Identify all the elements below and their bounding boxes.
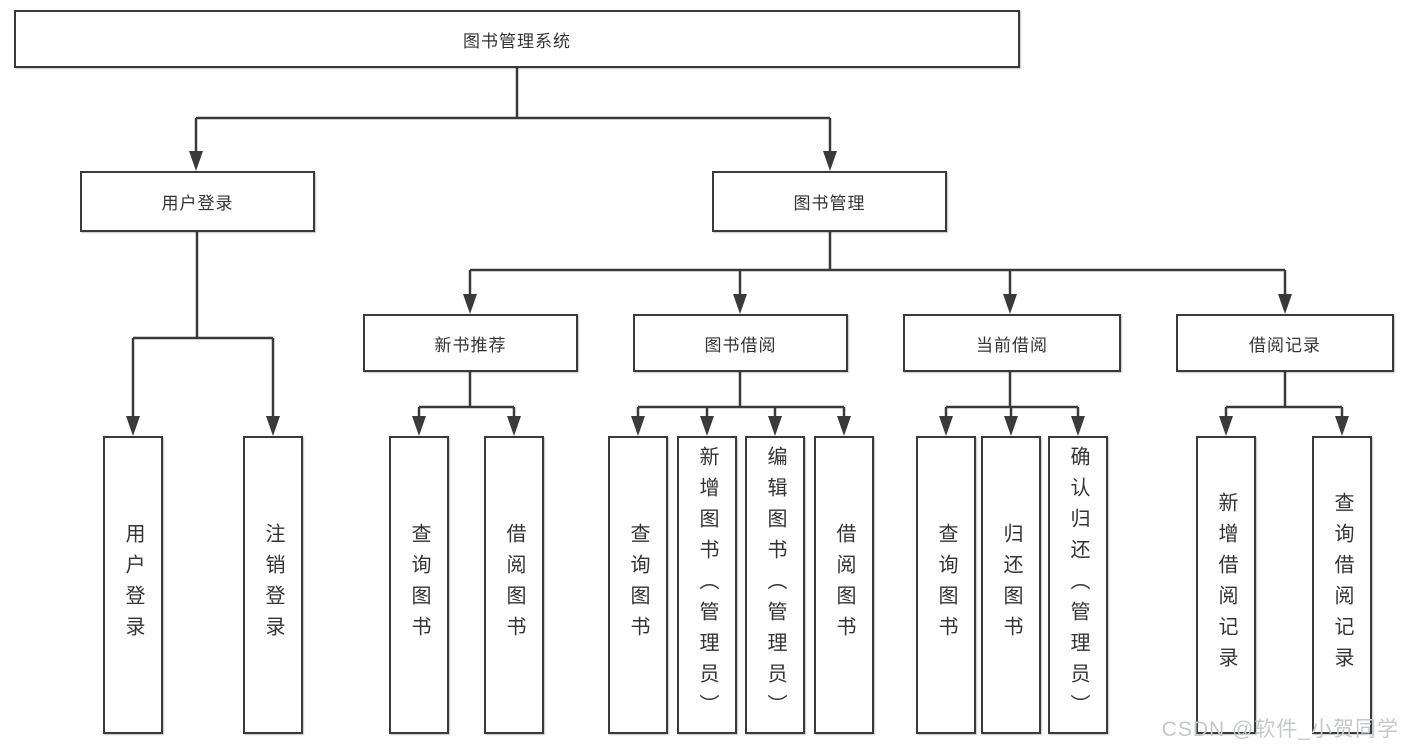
node-new-book-recommend: 新书推荐: [363, 314, 578, 372]
leaf-query-borrow-record-label: 查询借阅记录: [1331, 492, 1353, 678]
node-new-book-recommend-label: 新书推荐: [434, 335, 507, 355]
leaf-logout-label: 注销登录: [262, 523, 284, 647]
leaf-query-current-borrow: 查询图书: [916, 436, 976, 734]
leaf-borrow-book-recommend: 借阅图书: [484, 436, 544, 734]
leaf-logout: 注销登录: [243, 436, 303, 734]
node-book-borrow-label: 图书借阅: [704, 335, 777, 355]
node-user-login: 用户登录: [80, 171, 315, 232]
node-current-borrow: 当前借阅: [903, 314, 1121, 372]
leaf-add-book-admin: 新增图书（管理员）: [677, 436, 737, 734]
node-root-label: 图书管理系统: [463, 31, 571, 51]
leaf-add-book-admin-label: 新增图书（管理员）: [696, 445, 718, 725]
leaf-edit-book-admin: 编辑图书（管理员）: [745, 436, 805, 734]
leaf-confirm-return-admin: 确认归还（管理员）: [1048, 436, 1108, 734]
leaf-edit-book-admin-label: 编辑图书（管理员）: [764, 445, 786, 725]
connector-paths: [131, 68, 1344, 418]
node-borrow-record-label: 借阅记录: [1249, 335, 1321, 355]
leaf-add-borrow-record: 新增借阅记录: [1196, 436, 1256, 734]
leaf-borrow-book-label: 借阅图书: [833, 523, 855, 647]
leaf-return-book: 归还图书: [981, 436, 1041, 734]
arrowheads: [126, 151, 1349, 436]
leaf-borrow-book-recommend-label: 借阅图书: [503, 523, 525, 647]
leaf-user-login: 用户登录: [103, 436, 163, 734]
node-root: 图书管理系统: [14, 10, 1020, 68]
leaf-query-book: 查询图书: [608, 436, 668, 734]
leaf-query-book-recommend: 查询图书: [389, 436, 449, 734]
leaf-add-borrow-record-label: 新增借阅记录: [1215, 492, 1237, 678]
leaf-borrow-book: 借阅图书: [814, 436, 874, 734]
leaf-query-borrow-record: 查询借阅记录: [1312, 436, 1372, 734]
leaf-return-book-label: 归还图书: [1000, 523, 1022, 647]
node-book-management: 图书管理: [712, 171, 947, 232]
watermark: CSDN @软件_小贺同学: [1161, 718, 1399, 741]
leaf-query-book-label: 查询图书: [627, 523, 649, 647]
leaf-user-login-label: 用户登录: [122, 523, 144, 647]
node-book-management-label: 图书管理: [793, 194, 866, 213]
leaf-confirm-return-admin-label: 确认归还（管理员）: [1067, 445, 1089, 725]
node-book-borrow: 图书借阅: [633, 314, 848, 372]
node-borrow-record: 借阅记录: [1176, 314, 1394, 372]
node-current-borrow-label: 当前借阅: [976, 335, 1048, 355]
leaf-query-current-borrow-label: 查询图书: [935, 523, 957, 647]
leaf-query-book-recommend-label: 查询图书: [408, 523, 430, 647]
node-user-login-label: 用户登录: [161, 194, 234, 213]
